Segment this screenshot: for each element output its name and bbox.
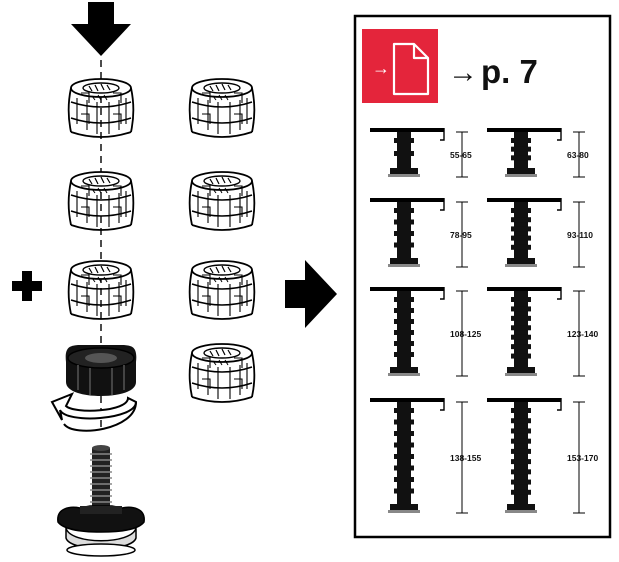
reference-panel: → → p. 7 55-65 63-80 78-95 93-110 108-125 123… [353,14,612,539]
height-config-123-140: 123-140 [487,287,598,377]
height-config-55-65: 55-65 [370,128,472,178]
leg-stem [397,132,411,168]
height-label: 138-155 [450,453,481,463]
badge-arrow: → [372,58,390,78]
extension-sleeve [188,78,256,138]
height-label: 108-125 [450,329,481,339]
mount-plate [487,198,561,202]
height-label: 63-80 [567,150,589,160]
leveling-foot [57,505,145,557]
page-ref-label: p. 7 [481,53,538,90]
leg-foot [507,168,535,174]
leg-foot [390,258,418,264]
mount-plate [487,128,561,132]
height-label: 78-95 [450,230,472,240]
right-arrow-icon [285,260,337,328]
mount-plate [370,198,444,202]
leg-foot [507,504,535,510]
height-grid: 55-65 63-80 78-95 93-110 108-125 123-140 138-1… [370,128,598,514]
mount-plate [370,287,444,291]
leg-foot [507,258,535,264]
height-config-93-110: 93-110 [487,198,593,268]
height-label: 55-65 [450,150,472,160]
height-label: 153-170 [567,453,598,463]
mount-plate [370,398,444,402]
height-config-153-170: 153-170 [487,398,598,514]
leg-foot [390,504,418,510]
height-config-78-95: 78-95 [370,198,472,268]
mount-plate [487,287,561,291]
height-label: 93-110 [567,230,593,240]
leg-foot [507,367,535,373]
plus-icon [12,271,42,301]
down-arrow-icon [71,2,131,56]
reference-badge [362,29,438,103]
extension-sleeve [188,171,256,231]
assembly-group [12,2,256,557]
leg-foot [390,168,418,174]
document-icon [392,42,430,96]
extension-sleeve [188,343,256,403]
threaded-bolt [90,445,112,508]
mount-plate [370,128,444,132]
mount-plate [487,398,561,402]
height-label: 123-140 [567,329,598,339]
height-config-138-155: 138-155 [370,398,481,514]
height-config-63-80: 63-80 [487,128,589,178]
height-config-108-125: 108-125 [370,287,481,377]
base-collar [65,345,137,396]
rotate-arrow-icon [50,392,138,432]
leg-foot [390,367,418,373]
page-ref-arrow: → [448,56,478,89]
extension-sleeve [188,260,256,320]
